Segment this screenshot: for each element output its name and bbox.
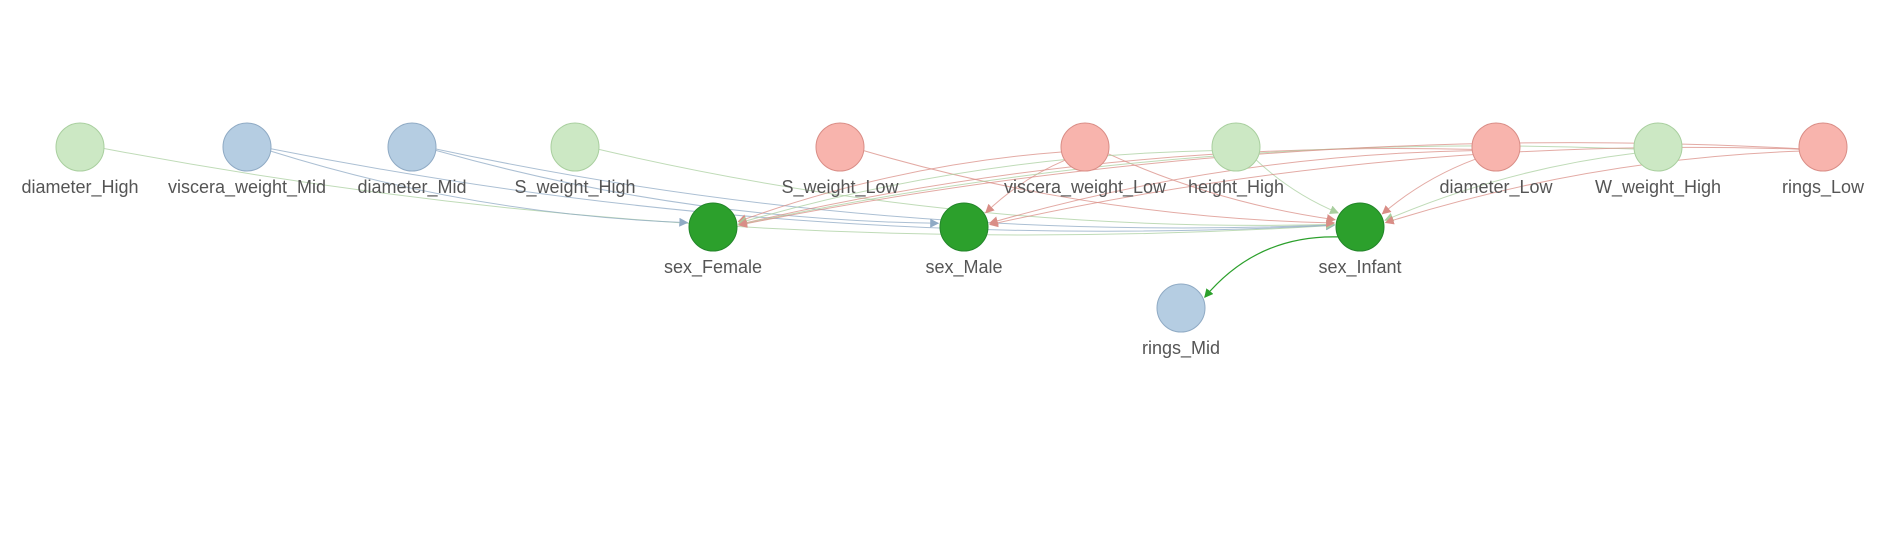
node-diameter_High[interactable]: diameter_High <box>21 122 139 198</box>
edge-viscera_weight_Low-to-sex_Male <box>985 159 1066 214</box>
node-diameter_Low[interactable]: diameter_Low <box>1439 122 1554 198</box>
node-label-rings_Mid: rings_Mid <box>1142 338 1220 359</box>
edge-diameter_Mid-to-sex_Male <box>435 149 940 228</box>
edge-rings_Low-to-sex_Infant <box>1384 150 1800 225</box>
node-circle-diameter_Low[interactable] <box>1471 122 1521 172</box>
node-S_weight_High[interactable]: S_weight_High <box>514 122 636 198</box>
edge-height_High-to-sex_Infant <box>1255 159 1340 214</box>
node-label-sex_Infant: sex_Infant <box>1318 257 1401 278</box>
node-circle-sex_Infant[interactable] <box>1335 202 1385 252</box>
node-circle-W_weight_High[interactable] <box>1633 122 1683 172</box>
node-circle-height_High[interactable] <box>1211 122 1261 172</box>
node-label-sex_Male: sex_Male <box>925 257 1002 278</box>
edge-sex_Infant-to-rings_Mid <box>1204 236 1339 298</box>
edge-diameter_Mid-to-sex_Infant <box>435 148 1335 230</box>
node-sex_Female[interactable]: sex_Female <box>664 202 762 278</box>
node-label-sex_Female: sex_Female <box>664 257 762 278</box>
node-circle-rings_Low[interactable] <box>1798 122 1848 172</box>
edge-viscera_weight_Mid-to-sex_Female <box>270 150 689 227</box>
edge-diameter_Low-to-sex_Male <box>988 150 1473 226</box>
edge-height_High-to-sex_Female <box>737 150 1213 226</box>
node-label-S_weight_High: S_weight_High <box>514 177 635 198</box>
node-W_weight_High[interactable]: W_weight_High <box>1595 122 1721 198</box>
edge-W_weight_High-to-sex_Infant <box>1384 152 1635 222</box>
nodes-layer: diameter_High viscera_weight_Mid diameter_… <box>21 122 1865 359</box>
node-label-viscera_weight_Mid: viscera_weight_Mid <box>168 177 326 198</box>
node-viscera_weight_Mid[interactable]: viscera_weight_Mid <box>168 122 326 198</box>
node-circle-viscera_weight_Low[interactable] <box>1060 122 1110 172</box>
node-circle-diameter_High[interactable] <box>55 122 105 172</box>
node-circle-S_weight_Low[interactable] <box>815 122 865 172</box>
node-circle-viscera_weight_Mid[interactable] <box>222 122 272 172</box>
node-sex_Male[interactable]: sex_Male <box>925 202 1003 278</box>
node-diameter_Mid[interactable]: diameter_Mid <box>357 122 467 198</box>
node-circle-sex_Female[interactable] <box>688 202 738 252</box>
node-circle-S_weight_High[interactable] <box>550 122 600 172</box>
node-label-W_weight_High: W_weight_High <box>1595 177 1721 198</box>
node-circle-rings_Mid[interactable] <box>1156 283 1206 333</box>
node-circle-diameter_Mid[interactable] <box>387 122 437 172</box>
node-label-diameter_High: diameter_High <box>21 177 138 198</box>
node-sex_Infant[interactable]: sex_Infant <box>1318 202 1402 278</box>
node-label-viscera_weight_Low: viscera_weight_Low <box>1004 177 1167 198</box>
node-label-diameter_Mid: diameter_Mid <box>357 177 466 198</box>
node-circle-sex_Male[interactable] <box>939 202 989 252</box>
edge-viscera_weight_Low-to-sex_Female <box>737 151 1062 223</box>
node-label-S_weight_Low: S_weight_Low <box>781 177 899 198</box>
node-label-diameter_Low: diameter_Low <box>1439 177 1553 198</box>
edge-viscera_weight_Mid-to-sex_Infant <box>270 148 1335 232</box>
node-label-rings_Low: rings_Low <box>1782 177 1865 198</box>
node-viscera_weight_Low[interactable]: viscera_weight_Low <box>1004 122 1167 198</box>
edge-diameter_Low-to-sex_Infant <box>1381 158 1476 215</box>
node-rings_Mid[interactable]: rings_Mid <box>1142 283 1220 359</box>
node-S_weight_Low[interactable]: S_weight_Low <box>781 122 900 198</box>
node-label-height_High: height_High <box>1188 177 1284 198</box>
node-rings_Low[interactable]: rings_Low <box>1782 122 1865 198</box>
node-height_High[interactable]: height_High <box>1188 122 1284 198</box>
